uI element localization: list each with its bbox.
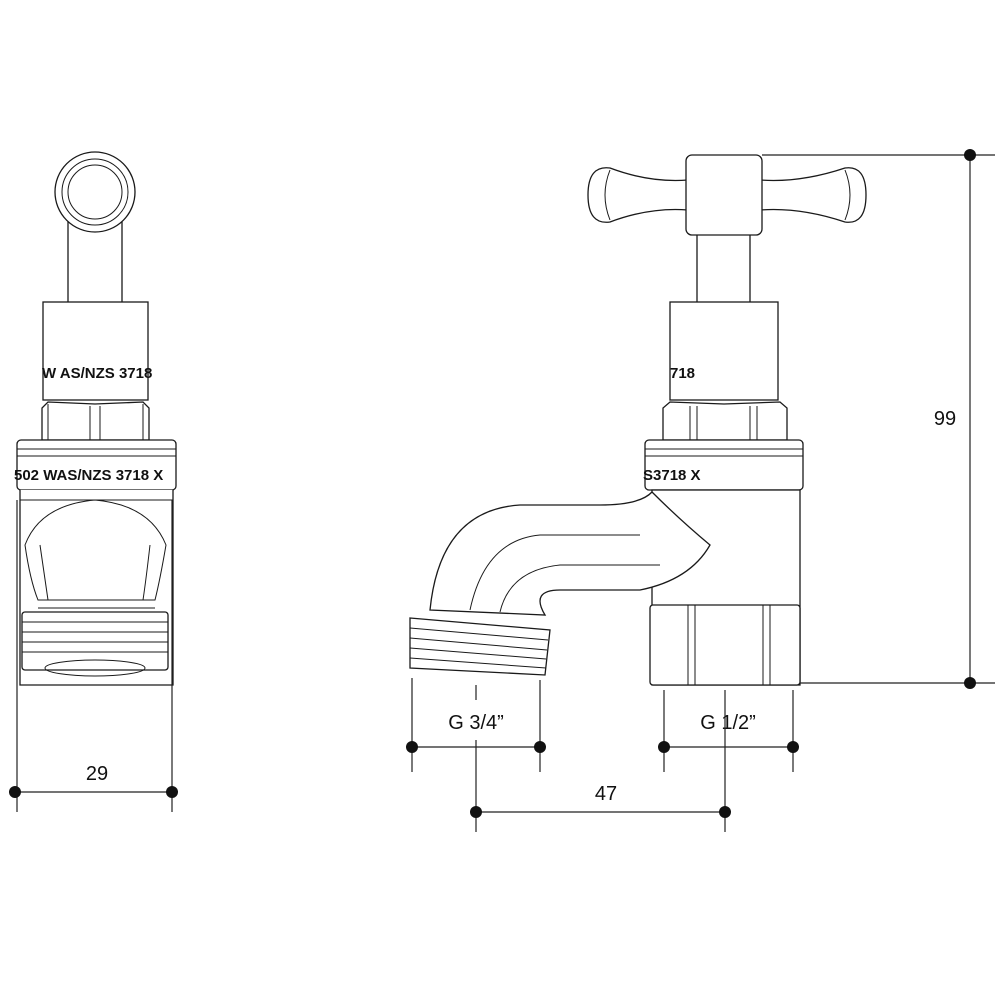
hex-nut	[662, 401, 788, 441]
dimension-outlet-thread: G 3/4”	[406, 678, 546, 772]
outlet-thread	[409, 617, 551, 676]
inlet-thread	[21, 611, 169, 677]
hex-nut	[41, 401, 150, 441]
side-view: 718 S3718 X	[409, 154, 867, 686]
dimension-height: 99	[762, 149, 995, 689]
body-marking: S3718 X	[643, 467, 701, 484]
bonnet	[669, 301, 779, 401]
reach-label: 47	[595, 783, 617, 805]
cross-handle	[587, 154, 867, 236]
spout	[429, 491, 711, 616]
dimension-reach: 47	[470, 690, 731, 832]
bonnet-marking: 718	[670, 365, 695, 382]
stem	[696, 224, 751, 306]
dimension-inlet-thread: G 1/2”	[658, 690, 799, 772]
handle-ring	[54, 151, 136, 233]
bonnet	[42, 301, 149, 401]
height-label: 99	[934, 408, 956, 430]
inlet-nut	[649, 604, 801, 686]
dimension-width: 29	[9, 500, 178, 812]
bonnet-marking: W AS/NZS 3718	[42, 365, 152, 382]
outlet-thread-label: G 3/4”	[448, 712, 504, 734]
front-view: W AS/NZS 3718 502 WAS/NZS 3718 X	[14, 151, 177, 686]
body-marking: 502 WAS/NZS 3718 X	[14, 467, 163, 484]
width-label: 29	[86, 763, 108, 785]
inlet-thread-label: G 1/2”	[700, 712, 756, 734]
